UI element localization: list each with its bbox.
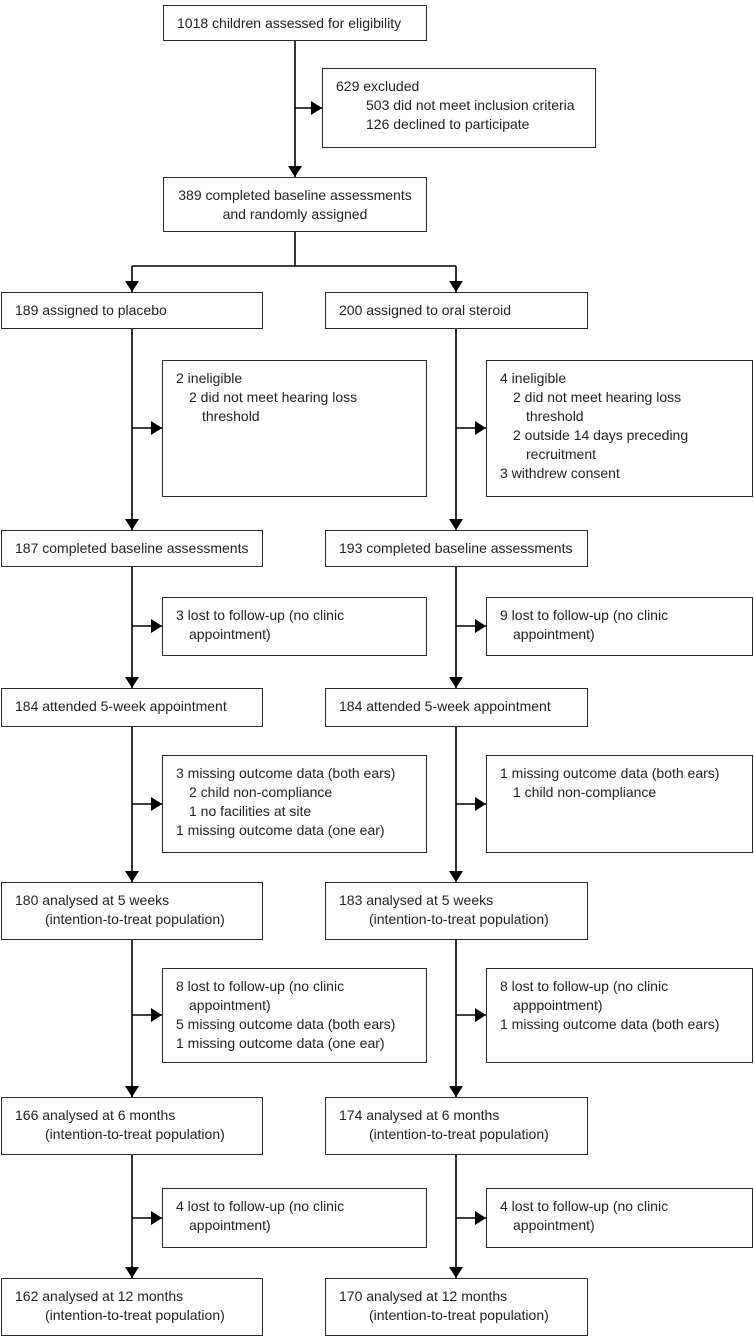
- box-line: appointment): [513, 626, 595, 642]
- assessed-eligibility-box: 1018 children assessed for eligibility: [163, 5, 427, 41]
- placebo-assigned-box: 189 assigned to placebo: [1, 292, 263, 329]
- steroid-lost-12mo-box: 4 lost to follow-up (no clinic appointme…: [486, 1188, 753, 1248]
- box-line: appointment): [189, 1217, 271, 1233]
- placebo-analysed-5wk-box: 180 analysed at 5 weeks (intention-to-tr…: [1, 882, 263, 940]
- box-line: 126 declined to participate: [366, 116, 530, 132]
- box-line: (intention-to-treat population): [369, 1307, 549, 1323]
- box-line: 170 analysed at 12 months: [339, 1288, 508, 1304]
- box-line: 193 completed baseline assessments: [339, 540, 573, 556]
- box-line: apppointment): [513, 997, 603, 1013]
- box-line: (intention-to-treat population): [45, 1126, 225, 1142]
- box-line: appointment): [513, 1217, 595, 1233]
- steroid-analysed-12mo-box: 170 analysed at 12 months (intention-to-…: [325, 1278, 588, 1336]
- box-line: 9 lost to follow-up (no clinic: [500, 607, 669, 623]
- box-line: 1 missing outcome data (one ear): [176, 822, 385, 838]
- placebo-lost-12mo-box: 4 lost to follow-up (no clinic appointme…: [162, 1188, 427, 1248]
- box-line: 3 withdrew consent: [500, 465, 620, 481]
- box-line: 162 analysed at 12 months: [15, 1288, 184, 1304]
- box-line: 2 outside 14 days preceding: [513, 427, 689, 443]
- box-line: (intention-to-treat population): [45, 911, 225, 927]
- box-line: 166 analysed at 6 months: [15, 1107, 176, 1123]
- box-line: 184 attended 5-week appointment: [339, 698, 551, 714]
- box-line: threshold: [526, 408, 584, 424]
- box-line: recruitment: [526, 446, 597, 462]
- box-line: appointment): [189, 997, 271, 1013]
- box-line: 8 lost to follow-up (no clinic: [176, 978, 345, 994]
- randomized-box: 389 completed baseline assessments and r…: [163, 177, 427, 232]
- box-line: (intention-to-treat population): [369, 1126, 549, 1142]
- steroid-ineligible-box: 4 ineligible 2 did not meet hearing loss…: [486, 360, 753, 497]
- placebo-ineligible-box: 2 ineligible 2 did not meet hearing loss…: [162, 360, 427, 497]
- steroid-analysed-5wk-box: 183 analysed at 5 weeks (intention-to-tr…: [325, 882, 588, 940]
- box-line: 3 lost to follow-up (no clinic: [176, 607, 345, 623]
- placebo-missing-5wk-box: 3 missing outcome data (both ears) 2 chi…: [162, 755, 427, 853]
- steroid-lost-6mo-box: 8 lost to follow-up (no clinic apppointm…: [486, 968, 753, 1063]
- box-line: 174 analysed at 6 months: [339, 1107, 500, 1123]
- box-line: (intention-to-treat population): [369, 911, 549, 927]
- steroid-attended-box: 184 attended 5-week appointment: [325, 688, 588, 727]
- steroid-lost-5wk-box: 9 lost to follow-up (no clinic appointme…: [486, 597, 753, 656]
- box-line: 503 did not meet inclusion criteria: [366, 97, 575, 113]
- placebo-analysed-12mo-box: 162 analysed at 12 months (intention-to-…: [1, 1278, 263, 1336]
- box-line: threshold: [202, 408, 260, 424]
- box-line: 2 did not meet hearing loss: [189, 389, 358, 405]
- box-line: 1018 children assessed for eligibility: [177, 15, 402, 31]
- box-line: 183 analysed at 5 weeks: [339, 892, 494, 908]
- box-line: 1 missing outcome data (both ears): [500, 765, 720, 781]
- box-line: 389 completed baseline assessments: [178, 187, 412, 203]
- box-line: (intention-to-treat population): [45, 1307, 225, 1323]
- box-line: 1 child non-compliance: [513, 784, 657, 800]
- box-line: 3 missing outcome data (both ears): [176, 765, 396, 781]
- box-line: appointment): [189, 626, 271, 642]
- box-line: 1 missing outcome data (one ear): [176, 1035, 385, 1051]
- box-line: 4 lost to follow-up (no clinic: [176, 1198, 345, 1214]
- box-line: 187 completed baseline assessments: [15, 540, 249, 556]
- steroid-analysed-6mo-box: 174 analysed at 6 months (intention-to-t…: [325, 1097, 588, 1155]
- placebo-lost-5wk-box: 3 lost to follow-up (no clinic appointme…: [162, 597, 427, 656]
- box-line: 2 child non-compliance: [189, 784, 333, 800]
- box-line: 629 excluded: [336, 78, 420, 94]
- box-line: 1 no facilities at site: [189, 803, 312, 819]
- excluded-box: 629 excluded 503 did not meet inclusion …: [322, 68, 596, 148]
- placebo-analysed-6mo-box: 166 analysed at 6 months (intention-to-t…: [1, 1097, 263, 1155]
- box-line: 2 ineligible: [176, 370, 243, 386]
- box-line: 2 did not meet hearing loss: [513, 389, 682, 405]
- box-line: 189 assigned to placebo: [15, 302, 167, 318]
- connector-line: [131, 41, 486, 1278]
- box-line: 1 missing outcome data (both ears): [500, 1016, 720, 1032]
- steroid-assigned-box: 200 assigned to oral steroid: [325, 292, 588, 329]
- box-line: and randomly assigned: [222, 206, 368, 222]
- box-line: 8 lost to follow-up (no clinic: [500, 978, 669, 994]
- box-line: 200 assigned to oral steroid: [339, 302, 511, 318]
- steroid-baseline-box: 193 completed baseline assessments: [325, 530, 588, 567]
- box-line: 180 analysed at 5 weeks: [15, 892, 170, 908]
- box-line: 4 lost to follow-up (no clinic: [500, 1198, 669, 1214]
- steroid-missing-5wk-box: 1 missing outcome data (both ears) 1 chi…: [486, 755, 753, 853]
- box-line: 5 missing outcome data (both ears): [176, 1016, 396, 1032]
- placebo-lost-6mo-box: 8 lost to follow-up (no clinic appointme…: [162, 968, 427, 1063]
- placebo-attended-box: 184 attended 5-week appointment: [1, 688, 263, 727]
- box-line: 4 ineligible: [500, 370, 567, 386]
- box-line: 184 attended 5-week appointment: [15, 698, 227, 714]
- placebo-baseline-box: 187 completed baseline assessments: [1, 530, 263, 567]
